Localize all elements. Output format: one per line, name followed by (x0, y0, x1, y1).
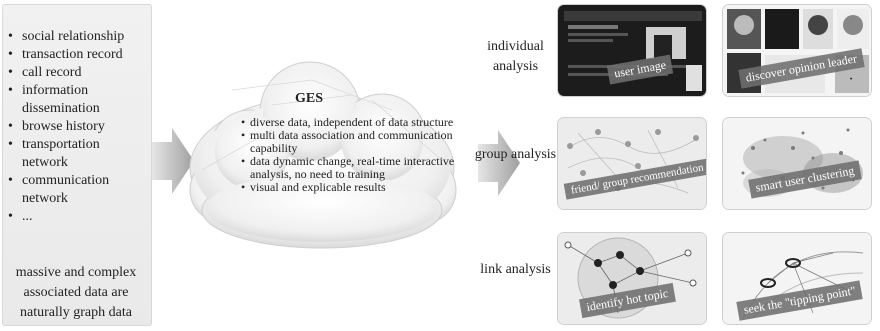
link-analysis-label: link analysis (480, 262, 551, 277)
user-clustering-card: smart user clustering (722, 117, 872, 210)
ges-feature: diverse data, independent of data struct… (241, 116, 473, 130)
input-data-list: social relationship transaction record c… (8, 28, 148, 226)
input-item-social-relationship: social relationship (8, 28, 148, 46)
input-item-browse-history: browse history (8, 118, 148, 136)
individual-analysis-label: individual analysis (487, 39, 544, 74)
svg-text:ᆞ: ᆞ (841, 68, 861, 93)
friend-recommendation-card: friend/ group recommendation (557, 117, 707, 210)
ges-feature: multi data association and communication… (241, 129, 473, 155)
group-analysis-label: group analysis (474, 147, 557, 162)
ges-feature: visual and explicable results (241, 181, 473, 195)
arrow-right-icon (478, 130, 520, 196)
tipping-point-card: seek the "tipping point" (722, 232, 872, 325)
ges-feature: data dynamic change, real-time interacti… (241, 155, 473, 181)
user-image-card: user image (557, 4, 707, 97)
input-item-ellipsis: ... (8, 208, 148, 226)
input-item-information-dissemination: information dissemination (8, 82, 148, 118)
input-item-transaction-record: transaction record (8, 46, 148, 64)
ges-title: GES (295, 91, 324, 106)
hot-topic-card: identify hot topic (557, 232, 707, 325)
input-item-call-record: call record (8, 64, 148, 82)
ges-feature-list: diverse data, independent of data struct… (241, 116, 473, 195)
input-item-communication-network: communication network (8, 172, 148, 208)
arrow-right-icon (152, 128, 194, 194)
input-summary: massive and complex associated data are … (15, 265, 137, 320)
opinion-leader-card: ᆞ discover opinion leader (722, 4, 872, 97)
input-item-transportation-network: transportation network (8, 136, 148, 172)
